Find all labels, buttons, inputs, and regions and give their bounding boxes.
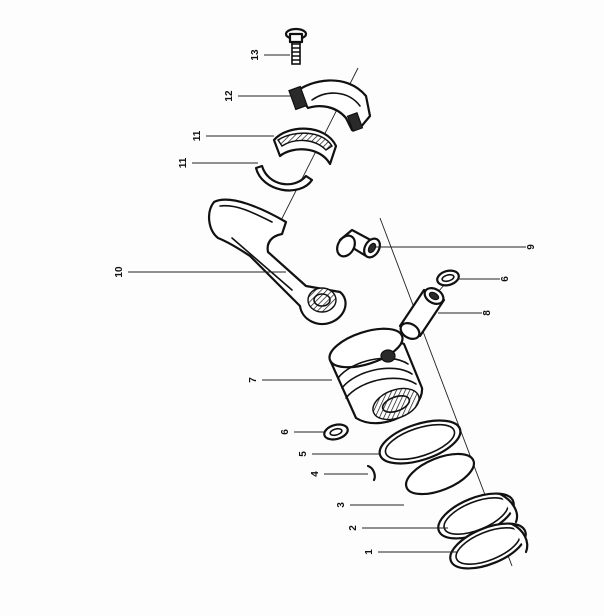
callout-6-upper: 6 (500, 276, 511, 282)
callout-10: 10 (114, 266, 125, 278)
callout-7: 7 (248, 377, 259, 383)
bearing-shell-11-upper (272, 127, 338, 166)
callout-11-upper: 11 (192, 130, 203, 141)
ring-5 (378, 419, 462, 465)
bolt-13 (284, 27, 308, 65)
ring-3 (404, 452, 476, 496)
small-end-bush-9 (336, 228, 381, 259)
circlip-6-upper (436, 269, 460, 287)
callout-labels: 13 12 11 11 10 9 6 8 7 6 5 4 3 2 1 (114, 49, 537, 555)
circlip-6-lower (323, 423, 349, 441)
leader-lines (128, 54, 526, 553)
callout-8: 8 (482, 310, 493, 316)
callout-1: 1 (364, 549, 375, 555)
bearing-cap-12 (288, 79, 372, 132)
callout-5: 5 (298, 451, 309, 457)
callout-6-lower: 6 (280, 429, 291, 435)
callout-2: 2 (348, 525, 359, 531)
callout-9: 9 (526, 244, 537, 250)
callout-12: 12 (224, 90, 235, 102)
gudgeon-pin-8 (398, 287, 446, 340)
callout-13: 13 (250, 49, 261, 61)
callout-11-lower: 11 (178, 157, 189, 168)
callout-4: 4 (310, 471, 321, 477)
ring-1 (449, 522, 529, 570)
connecting-rod-10 (208, 198, 347, 326)
callout-3: 3 (336, 502, 347, 508)
bearing-shell-11-lower (254, 164, 314, 192)
piston-7 (328, 327, 424, 425)
ring-4 (366, 464, 376, 482)
